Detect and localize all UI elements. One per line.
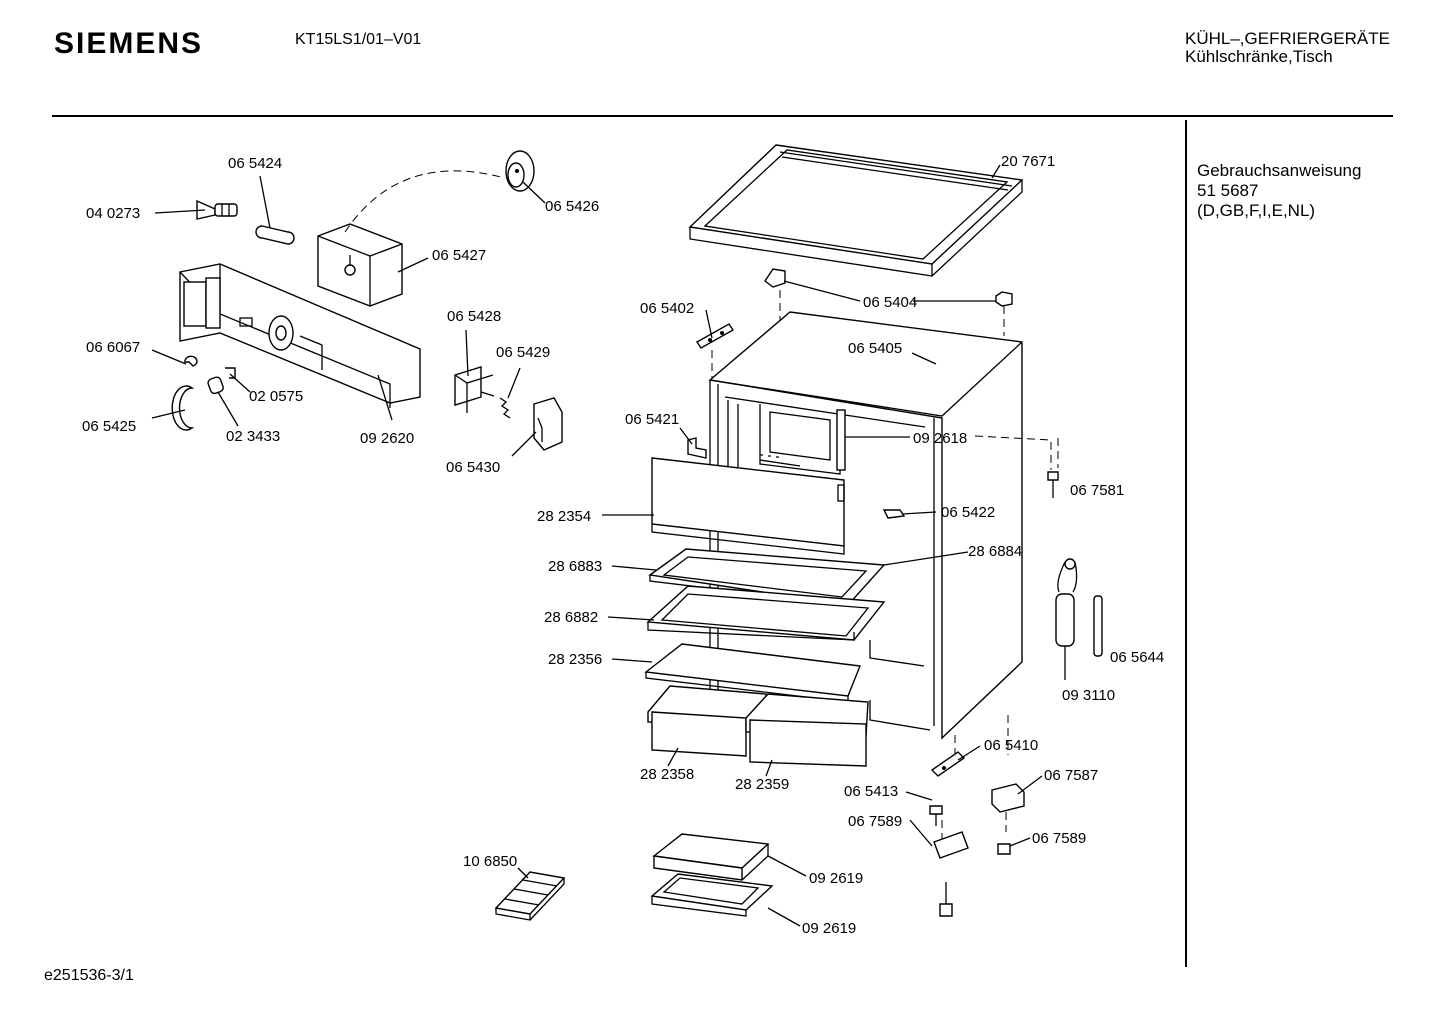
manual-languages: (D,GB,F,I,E,NL) [1197, 201, 1316, 220]
label-207671: 20 7671 [1001, 153, 1055, 170]
label-067589-left: 06 7589 [848, 813, 902, 830]
label-092619-top: 09 2619 [809, 870, 863, 887]
label-065413: 06 5413 [844, 783, 898, 800]
manual-number: 51 5687 [1197, 181, 1259, 200]
category-title: KÜHL–,GEFRIERGERÄTE Kühlschränke,Tisch [1185, 30, 1390, 66]
part-labels: 06 5424 04 0273 06 5426 06 5427 06 6067 … [82, 153, 1164, 937]
drawing-code: e251536-3/1 [44, 967, 134, 984]
label-065644: 06 5644 [1110, 649, 1164, 666]
category-line-2: Kühlschränke,Tisch [1185, 47, 1333, 66]
label-282359: 28 2359 [735, 776, 789, 793]
manual-reference: Gebrauchsanweisung 51 5687 (D,GB,F,I,E,N… [1197, 161, 1361, 221]
label-065405: 06 5405 [848, 340, 902, 357]
label-065424: 06 5424 [228, 155, 282, 172]
label-286884: 28 6884 [968, 543, 1022, 560]
label-065426: 06 5426 [545, 198, 599, 215]
label-065402: 06 5402 [640, 300, 694, 317]
fastener-drawing [929, 438, 1103, 917]
label-040273: 04 0273 [86, 205, 140, 222]
label-286882: 28 6882 [544, 609, 598, 626]
leader-lines [151, 164, 1052, 927]
label-092618: 09 2618 [913, 430, 967, 447]
model-number: KT15LS1/01–V01 [295, 31, 422, 48]
label-286883: 28 6883 [548, 558, 602, 575]
label-065410: 06 5410 [984, 737, 1038, 754]
label-023433: 02 3433 [226, 428, 280, 445]
label-065428: 06 5428 [447, 308, 501, 325]
thermostat-assembly-drawing [171, 150, 563, 451]
label-065425: 06 5425 [82, 418, 136, 435]
label-092620: 09 2620 [360, 430, 414, 447]
label-065422: 06 5422 [941, 504, 995, 521]
label-092619-bottom: 09 2619 [802, 920, 856, 937]
label-093110: 09 3110 [1062, 687, 1115, 704]
cabinet-drawing [644, 144, 1024, 767]
label-282354: 28 2354 [537, 508, 591, 525]
label-066067: 06 6067 [86, 339, 140, 356]
label-065430: 06 5430 [446, 459, 500, 476]
label-067589-right: 06 7589 [1032, 830, 1086, 847]
label-020575: 02 0575 [249, 388, 303, 405]
brand-logo: SIEMENS [54, 27, 204, 60]
label-067581: 06 7581 [1070, 482, 1124, 499]
label-067587: 06 7587 [1044, 767, 1098, 784]
label-282358: 28 2358 [640, 766, 694, 783]
label-065421: 06 5421 [625, 411, 679, 428]
accessories-drawing [494, 833, 774, 921]
label-106850: 10 6850 [463, 853, 517, 870]
label-065404: 06 5404 [863, 294, 917, 311]
label-282356: 28 2356 [548, 651, 602, 668]
category-line-1: KÜHL–,GEFRIERGERÄTE [1185, 29, 1390, 48]
manual-title: Gebrauchsanweisung [1197, 161, 1362, 180]
label-065427: 06 5427 [432, 247, 486, 264]
label-065429: 06 5429 [496, 344, 550, 361]
